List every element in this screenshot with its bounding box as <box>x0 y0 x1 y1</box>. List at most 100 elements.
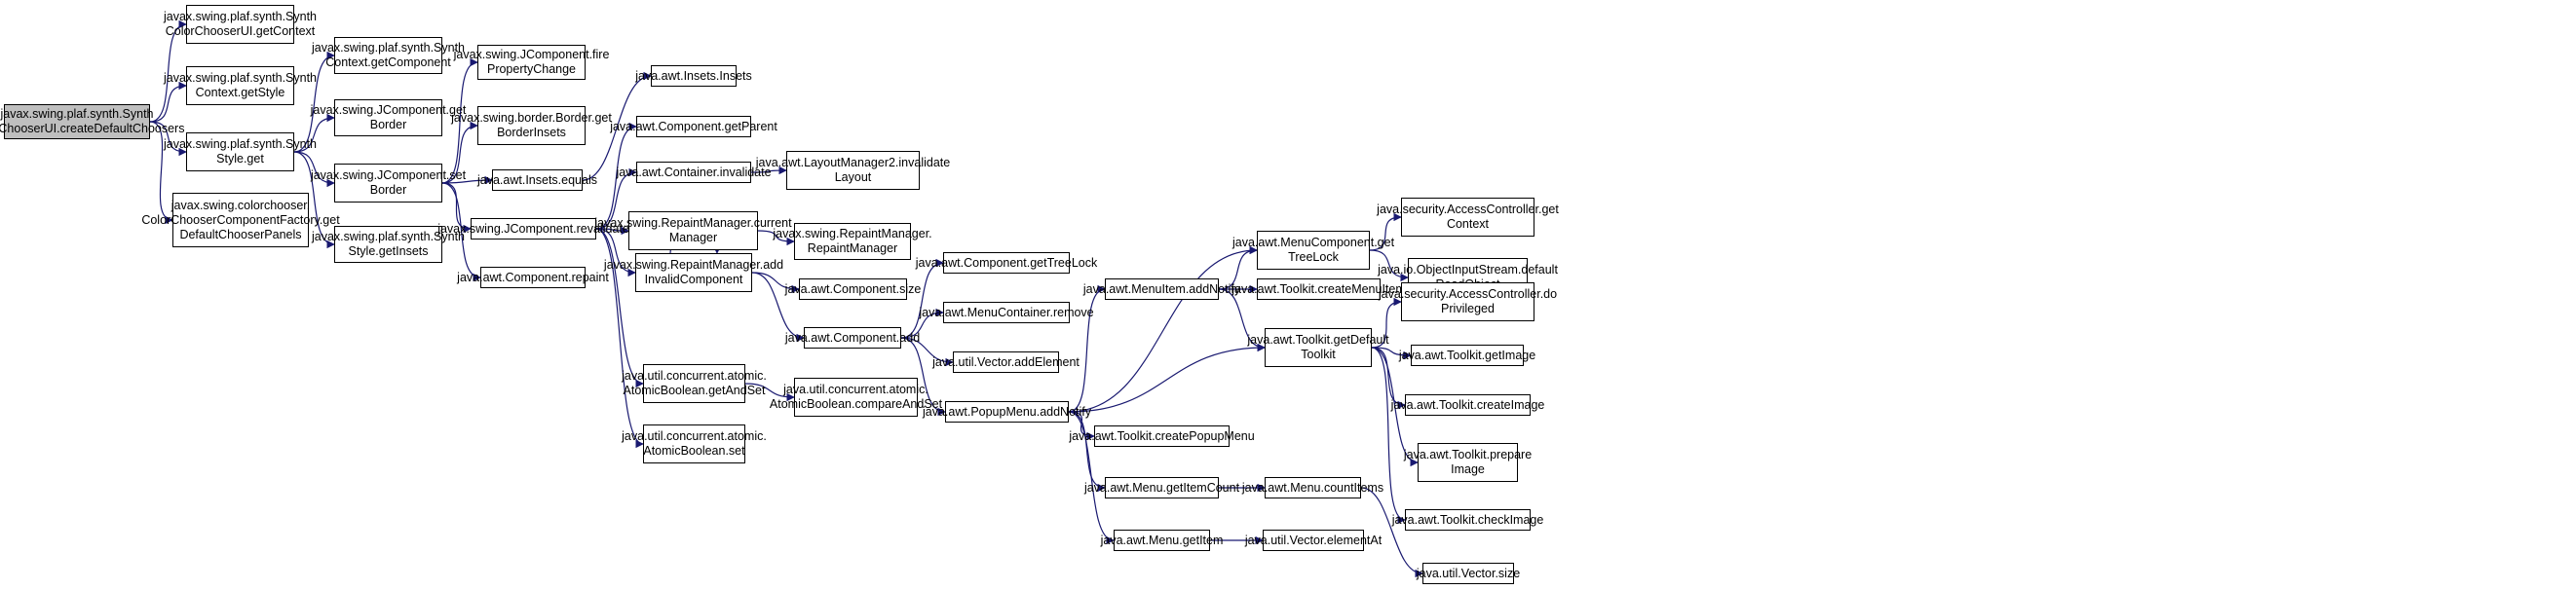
node-label: java.awt.Component.getTreeLock <box>915 255 1098 270</box>
node-tk-check-image[interactable]: java.awt.Toolkit.checkImage <box>1392 509 1543 531</box>
node-rm-add-invalid[interactable]: javax.swing.RepaintManager.add InvalidCo… <box>604 253 783 292</box>
edge-root-to-getContext <box>149 19 187 123</box>
node-fire-property-change[interactable]: javax.swing.JComponent.fire PropertyChan… <box>454 45 609 80</box>
node-label: javax.swing.border.Border.get BorderInse… <box>451 111 612 139</box>
node-label: javax.swing.plaf.synth.Synth Style.getIn… <box>311 230 466 258</box>
node-revalidate[interactable]: javax.swing.JComponent.revalidate <box>437 218 629 240</box>
node-tk-create-popup-menu[interactable]: java.awt.Toolkit.createPopupMenu <box>1069 425 1255 447</box>
node-label: java.util.concurrent.atomic. AtomicBoole… <box>622 429 767 458</box>
node-vec-size[interactable]: java.util.Vector.size <box>1417 563 1520 584</box>
edge-revalidate-to-rmAddInvalid <box>595 228 636 277</box>
node-label: javax.swing.RepaintManager.add InvalidCo… <box>603 258 784 286</box>
node-label: java.awt.MenuComponent.get TreeLock <box>1231 236 1395 264</box>
node-rm-current-manager[interactable]: javax.swing.RepaintManager.current Manag… <box>594 211 792 250</box>
edge-compAdd-to-vecAddElement <box>900 337 954 367</box>
node-menu-get-item[interactable]: java.awt.Menu.getItem <box>1101 530 1223 551</box>
edge-root-to-getDefaultChooserPanels <box>149 121 173 225</box>
node-mi-add-notify[interactable]: java.awt.MenuItem.addNotify <box>1083 278 1240 300</box>
node-comp-get-parent[interactable]: java.awt.Component.getParent <box>610 116 777 137</box>
edge-compAdd-to-mcRemove <box>900 308 944 339</box>
node-label: java.awt.Toolkit.checkImage <box>1391 512 1544 527</box>
node-get-tree-lock[interactable]: java.awt.Component.getTreeLock <box>916 252 1097 274</box>
node-label: java.awt.Toolkit.prepare Image <box>1403 448 1533 476</box>
node-label: javax.swing.JComponent.revalidate <box>437 221 629 236</box>
node-label: java.awt.Toolkit.createPopupMenu <box>1069 428 1255 443</box>
node-tk-create-menu-item[interactable]: java.awt.Toolkit.createMenuItem <box>1231 278 1406 300</box>
node-border-get-insets[interactable]: javax.swing.border.Border.get BorderInse… <box>451 106 612 145</box>
node-ctx-get-component[interactable]: javax.swing.plaf.synth.Synth Context.get… <box>312 37 465 74</box>
node-ab-get-and-set[interactable]: java.util.concurrent.atomic. AtomicBoole… <box>622 364 767 403</box>
node-popup-add-notify[interactable]: java.awt.PopupMenu.addNotify <box>923 401 1091 423</box>
edge-miAddNotify-to-tkGetDefaultToolkit <box>1218 288 1266 352</box>
node-tk-get-default-toolkit[interactable]: java.awt.Toolkit.getDefault Toolkit <box>1247 328 1389 367</box>
node-label: java.awt.Menu.getItemCount <box>1083 480 1240 495</box>
edge-contInvalidate-to-lm2Invalidate <box>750 166 787 175</box>
node-ab-compare-and-set[interactable]: java.util.concurrent.atomic. AtomicBoole… <box>770 378 942 417</box>
node-vec-add-element[interactable]: java.util.Vector.addElement <box>932 351 1080 373</box>
edge-tkGetDefaultToolkit-to-tkGetImage <box>1371 347 1412 360</box>
node-label: java.awt.Component.add <box>784 330 921 345</box>
edge-miAddNotify-to-mcGetTreeLock <box>1218 245 1258 290</box>
edge-menuCountItems-to-vecSize <box>1360 487 1423 578</box>
node-mc-remove[interactable]: java.awt.MenuContainer.remove <box>919 302 1094 323</box>
node-label: javax.swing.JComponent.get Border <box>310 103 467 131</box>
edge-revalidate-to-compGetParent <box>595 122 637 230</box>
node-label: java.security.AccessController.get Conte… <box>1377 203 1559 231</box>
node-label: java.awt.Toolkit.createMenuItem <box>1231 281 1406 296</box>
node-label: javax.swing.plaf.synth.Synth Context.get… <box>163 71 318 99</box>
node-jc-set-border[interactable]: javax.swing.JComponent.set Border <box>311 164 466 203</box>
node-root[interactable]: javax.swing.plaf.synth.Synth ColorChoose… <box>0 104 184 139</box>
edge-popupAddNotify-to-mcGetTreeLock <box>1068 245 1258 413</box>
node-style-get[interactable]: javax.swing.plaf.synth.Synth Style.get <box>164 132 317 171</box>
node-label: javax.swing.colorchooser. ColorChooserCo… <box>141 198 340 241</box>
node-insets-equals[interactable]: java.awt.Insets.equals <box>477 169 597 191</box>
node-label: java.util.Vector.addElement <box>932 354 1080 369</box>
node-rm-repaint-manager[interactable]: javax.swing.RepaintManager. RepaintManag… <box>773 223 932 260</box>
node-label: java.awt.PopupMenu.addNotify <box>922 404 1092 419</box>
node-menu-get-item-count[interactable]: java.awt.Menu.getItemCount <box>1084 477 1239 498</box>
node-jc-get-border[interactable]: javax.swing.JComponent.get Border <box>311 99 466 136</box>
node-insets-insets[interactable]: java.awt.Insets.Insets <box>635 65 752 87</box>
edge-insetsEquals-to-insetsInsets <box>582 71 652 181</box>
edge-rmAddInvalid-to-compSize <box>751 272 800 294</box>
node-label: java.util.Vector.elementAt <box>1244 533 1383 547</box>
node-label: java.awt.Menu.getItem <box>1100 533 1224 547</box>
node-tk-prepare-image[interactable]: java.awt.Toolkit.prepare Image <box>1404 443 1532 482</box>
edge-tkGetDefaultToolkit-to-acDoPrivileged <box>1371 297 1402 349</box>
node-comp-repaint[interactable]: java.awt.Component.repaint <box>457 267 609 288</box>
edge-rmAddInvalid-to-compAdd <box>751 272 805 343</box>
node-comp-size[interactable]: java.awt.Component.size <box>785 278 921 300</box>
edge-popupAddNotify-to-menuGetItem <box>1068 411 1115 545</box>
node-ac-do-privileged[interactable]: java.security.AccessController.do Privil… <box>1379 282 1557 321</box>
node-ac-get-context[interactable]: java.security.AccessController.get Conte… <box>1377 198 1559 237</box>
node-ctx-get-style[interactable]: javax.swing.plaf.synth.Synth Context.get… <box>164 66 317 105</box>
node-lm2-invalidate[interactable]: java.awt.LayoutManager2.invalidate Layou… <box>756 151 950 190</box>
node-tk-get-image[interactable]: java.awt.Toolkit.getImage <box>1399 345 1535 366</box>
node-style-get-insets[interactable]: javax.swing.plaf.synth.Synth Style.getIn… <box>312 226 465 263</box>
edge-jcSetBorder-to-borderGetInsets <box>441 121 478 184</box>
node-label: java.security.AccessController.do Privil… <box>1378 287 1558 315</box>
node-tk-create-image[interactable]: java.awt.Toolkit.createImage <box>1391 394 1544 416</box>
node-label: javax.swing.JComponent.set Border <box>310 168 467 197</box>
node-ab-set[interactable]: java.util.concurrent.atomic. AtomicBoole… <box>622 424 767 463</box>
edge-rmCurrentManager-to-rmRepaintManager <box>757 230 795 246</box>
node-menu-count-items[interactable]: java.awt.Menu.countItems <box>1242 477 1383 498</box>
node-comp-add[interactable]: java.awt.Component.add <box>785 327 920 349</box>
node-label: java.awt.LayoutManager2.invalidate Layou… <box>755 156 951 184</box>
edge-styleGet-to-styleGetInsets <box>293 151 335 249</box>
node-label: java.awt.Container.invalidate <box>616 165 772 179</box>
node-label: javax.swing.plaf.synth.Synth Style.get <box>163 137 318 166</box>
edge-revalidate-to-abSet <box>595 228 644 449</box>
node-vec-element-at[interactable]: java.util.Vector.elementAt <box>1245 530 1382 551</box>
node-get-default-chooser-panels[interactable]: javax.swing.colorchooser. ColorChooserCo… <box>141 193 340 247</box>
node-label: javax.swing.JComponent.fire PropertyChan… <box>453 48 610 76</box>
edge-compAdd-to-popupAddNotify <box>900 337 946 417</box>
edge-jcSetBorder-to-compRepaint <box>441 182 481 282</box>
node-cont-invalidate[interactable]: java.awt.Container.invalidate <box>616 162 772 183</box>
node-get-context[interactable]: javax.swing.plaf.synth.Synth ColorChoose… <box>164 5 317 44</box>
node-label: java.awt.Component.getParent <box>610 119 777 133</box>
node-label: java.awt.Toolkit.getImage <box>1398 348 1536 362</box>
node-mc-get-tree-lock[interactable]: java.awt.MenuComponent.get TreeLock <box>1232 231 1394 270</box>
edge-popupAddNotify-to-miAddNotify <box>1068 284 1106 413</box>
